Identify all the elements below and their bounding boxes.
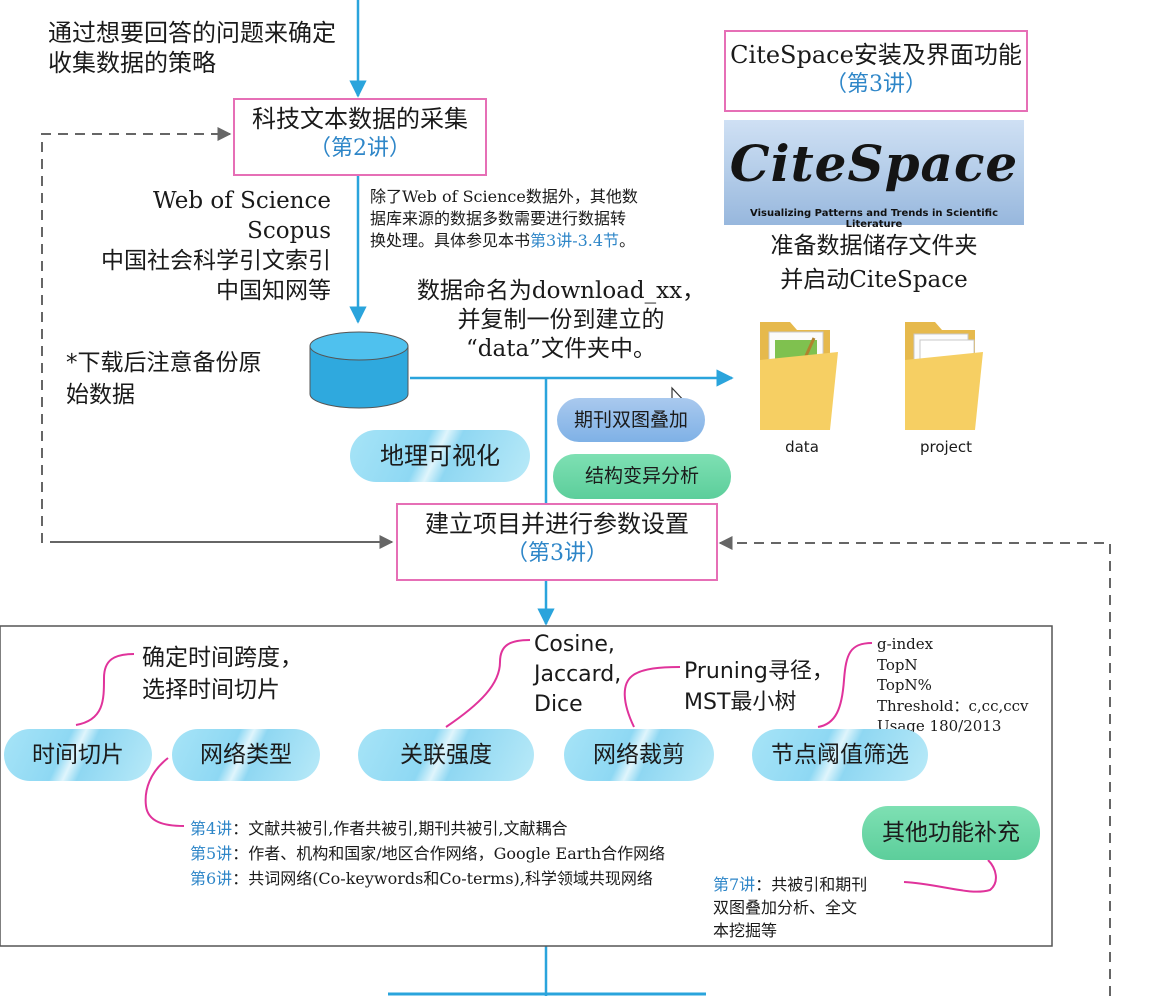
connector-time: [75, 653, 135, 726]
project-folder-label: project: [919, 438, 973, 456]
citespace-logo: CiteSpace Visualizing Patterns and Trend…: [724, 120, 1024, 230]
network-pruning-pill[interactable]: 网络裁剪: [564, 729, 714, 781]
citespace-logo-name: CiteSpace: [729, 134, 1019, 193]
journal-overlay-pill[interactable]: 期刊双图叠加: [557, 398, 705, 442]
network-type-text: ：作者、机构和国家/地区合作网络，Google Earth合作网络: [232, 844, 666, 863]
conversion-line3: 换处理。具体参见本书第3讲-3.4节。: [370, 230, 638, 252]
pruning-line2: MST最小树: [684, 690, 797, 715]
backup-note: *下载后注意备份原 始数据: [66, 347, 262, 411]
conversion-line2: 据库来源的数据多数需要进行数据转: [370, 209, 627, 228]
time-span-note: 确定时间跨度， 选择时间切片: [142, 642, 303, 706]
project-box-lecture: （第3讲）: [506, 541, 608, 566]
network-types-list: 第4讲：文献共被引,作者共被引,期刊共被引,文献耦合 第5讲：作者、机构和国家/…: [190, 816, 665, 891]
collect-box-title: 科技文本数据的采集: [252, 105, 468, 133]
other-functions-note: 第7讲：共被引和期刊 双图叠加分析、全文 本挖掘等: [713, 873, 867, 942]
install-box-title: CiteSpace安装及界面功能: [730, 41, 1022, 69]
threshold-topn-pct: TopN%: [877, 676, 932, 694]
source-scopus: Scopus: [247, 218, 331, 244]
network-type-row: 第6讲：共词网络(Co-keywords和Co-terms),科学领域共现网络: [190, 866, 665, 891]
backup-line2: 始数据: [66, 382, 135, 408]
threshold-gindex: g-index: [877, 635, 934, 653]
naming-line2: 并复制一份到建立的: [457, 307, 665, 333]
connector-pruning: [623, 666, 681, 728]
question-strategy-line1: 通过想要回答的问题来确定: [48, 19, 336, 47]
network-type-text: ：共词网络(Co-keywords和Co-terms),科学领域共现网络: [232, 869, 653, 888]
conversion-line1: 除了Web of Science数据外，其他数: [370, 187, 638, 206]
source-cssci: 中国社会科学引文索引: [101, 248, 331, 274]
pruning-note: Pruning寻径， MST最小树: [684, 656, 834, 718]
params-panel: [0, 625, 1053, 947]
other-line2: 双图叠加分析、全文: [713, 898, 858, 917]
conversion-link[interactable]: 第3讲-3.4节: [530, 231, 620, 250]
citespace-logo-tagline: Visualizing Patterns and Trends in Scien…: [750, 208, 998, 230]
question-strategy-note: 通过想要回答的问题来确定 收集数据的策略: [48, 18, 336, 78]
data-folder-label: data: [785, 438, 819, 456]
measure-cosine: Cosine,: [534, 632, 615, 657]
connector-network-type: [144, 757, 185, 827]
other-line3: 本挖掘等: [713, 921, 778, 940]
conversion-line3-post: 。: [619, 231, 636, 250]
strength-measures-note: Cosine, Jaccard, Dice: [534, 630, 621, 720]
measure-jaccard: Jaccard,: [534, 662, 622, 687]
time-slice-pill[interactable]: 时间切片: [4, 729, 152, 781]
backup-line1: *下载后注意备份原: [66, 350, 262, 376]
measure-dice: Dice: [534, 692, 583, 717]
dashed-loop-left: [41, 127, 383, 543]
time-span-line2: 选择时间切片: [142, 677, 280, 703]
data-folder-icon: [760, 322, 838, 430]
install-box-lecture: （第3讲）: [825, 72, 927, 97]
database-icon: [309, 331, 409, 409]
project-box[interactable]: 建立项目并进行参数设置 （第3讲）: [396, 503, 718, 581]
link-strength-pill[interactable]: 关联强度: [358, 729, 534, 781]
network-type-text: ：文献共被引,作者共被引,期刊共被引,文献耦合: [232, 819, 568, 838]
time-span-line1: 确定时间跨度，: [142, 645, 303, 671]
threshold-note: g-index TopN TopN% Threshold：c,cc,ccv Us…: [877, 634, 1029, 737]
threshold-ccv: Threshold：c,cc,ccv: [877, 696, 1029, 715]
other-functions-pill[interactable]: 其他功能补充: [862, 806, 1040, 860]
prepare-note-line2: 并启动CiteSpace: [780, 267, 968, 293]
connector-strength: [445, 639, 531, 728]
source-cnki: 中国知网等: [216, 278, 331, 304]
conversion-line3-pre: 换处理。具体参见本书: [370, 231, 531, 250]
other-line1: 第7讲：共被引和期刊: [713, 873, 867, 896]
project-box-title: 建立项目并进行参数设置: [425, 510, 689, 538]
network-type-lecture[interactable]: 第6讲: [190, 869, 233, 888]
pruning-line1: Pruning寻径，: [684, 659, 834, 684]
network-type-lecture[interactable]: 第5讲: [190, 844, 233, 863]
collect-box[interactable]: 科技文本数据的采集 （第2讲）: [233, 98, 487, 176]
naming-line1: 数据命名为download_xx，: [416, 278, 706, 304]
other-lecture[interactable]: 第7讲: [713, 875, 756, 894]
structural-variation-pill[interactable]: 结构变异分析: [553, 454, 731, 499]
source-wos: Web of Science: [153, 188, 331, 214]
network-type-row: 第5讲：作者、机构和国家/地区合作网络，Google Earth合作网络: [190, 841, 665, 866]
prepare-note-line1: 准备数据储存文件夹: [770, 233, 978, 259]
connector-threshold: [817, 642, 873, 728]
install-box[interactable]: CiteSpace安装及界面功能 （第3讲）: [724, 30, 1028, 112]
data-sources: Web of Science Scopus 中国社会科学引文索引 中国知网等: [101, 186, 331, 306]
network-type-pill[interactable]: 网络类型: [172, 729, 320, 781]
geo-visualization-pill[interactable]: 地理可视化: [350, 430, 530, 482]
collect-box-lecture: （第2讲）: [309, 136, 411, 161]
prepare-note: 准备数据储存文件夹 并启动CiteSpace: [724, 229, 1024, 297]
project-folder-icon: [905, 322, 983, 430]
network-type-row: 第4讲：文献共被引,作者共被引,期刊共被引,文献耦合: [190, 816, 665, 841]
network-type-lecture[interactable]: 第4讲: [190, 819, 233, 838]
naming-line3: “data”文件夹中。: [466, 336, 656, 362]
conversion-note: 除了Web of Science数据外，其他数 据库来源的数据多数需要进行数据转…: [370, 186, 638, 252]
connector-other: [903, 859, 997, 893]
node-threshold-pill[interactable]: 节点阈值筛选: [752, 729, 928, 781]
other-line1-text: ：共被引和期刊: [755, 875, 868, 894]
naming-note: 数据命名为download_xx， 并复制一份到建立的 “data”文件夹中。: [416, 277, 706, 364]
question-strategy-line2: 收集数据的策略: [48, 49, 216, 77]
threshold-topn: TopN: [877, 655, 918, 674]
